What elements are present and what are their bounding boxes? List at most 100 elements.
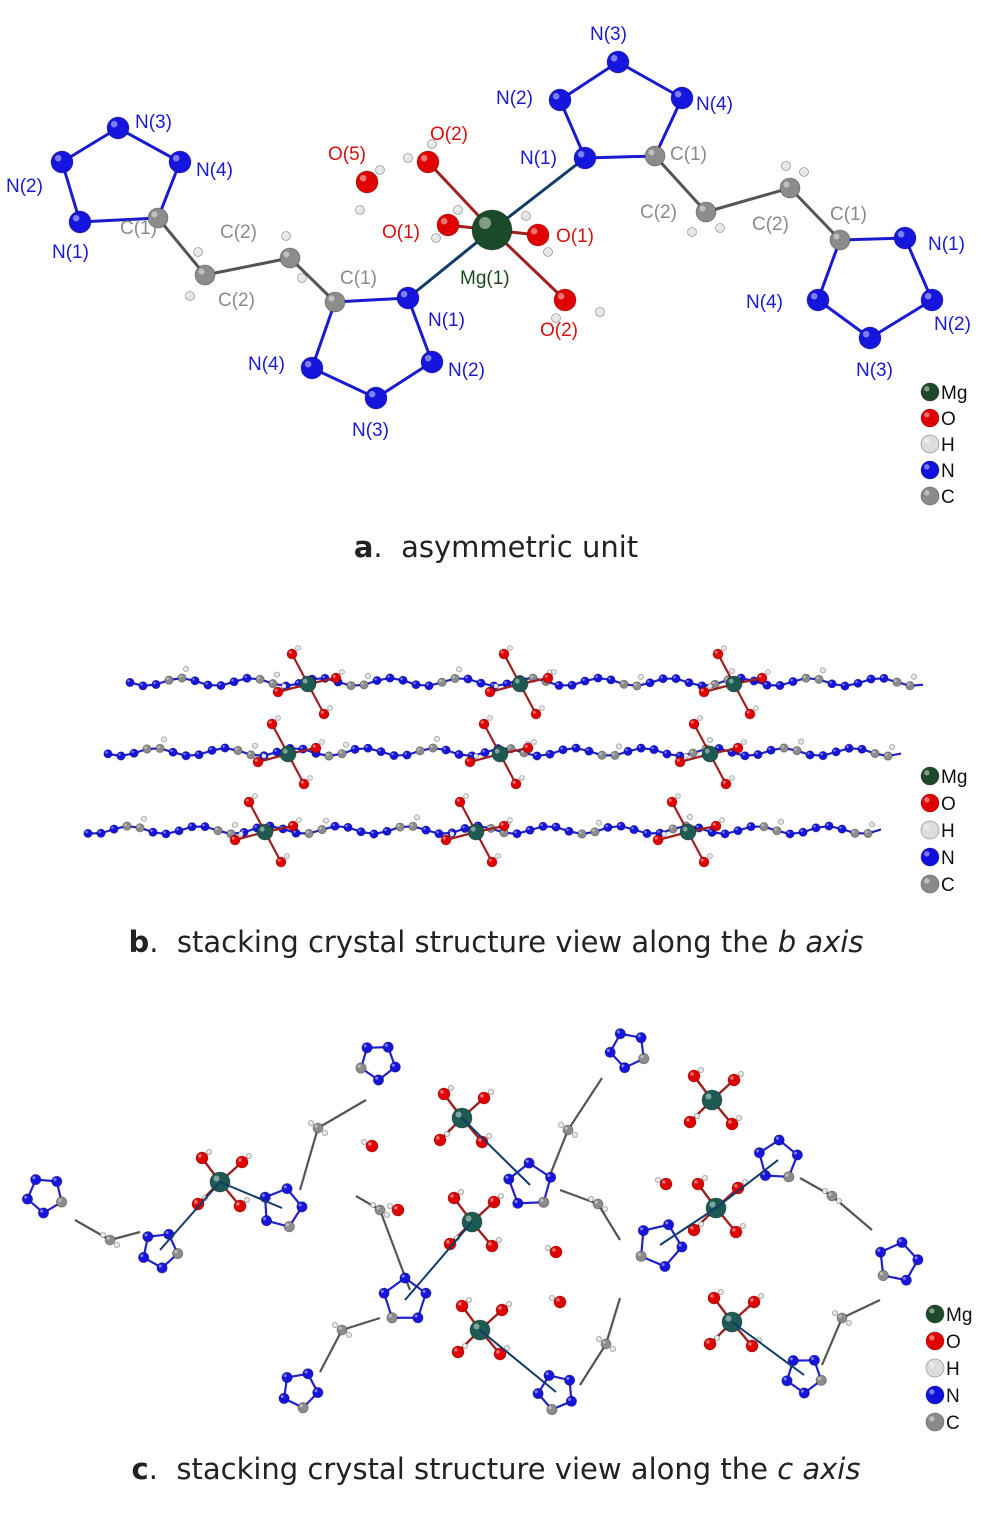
nitrogen-atom [740,751,750,761]
nitrogen-atom [564,826,574,836]
water-oxygen-atom [549,1245,563,1259]
nitrogen-atom [773,1134,785,1146]
oxygen-atom-highlight [450,1194,454,1198]
hydrogen-atom [721,645,727,651]
nitrogen-atom-highlight [547,751,550,754]
hydrogen-atom-highlight [450,832,452,834]
nitrogen-atom-highlight [424,354,432,362]
nitrogen-atom-highlight [384,828,387,832]
hydrogen-atom-highlight [695,1114,697,1116]
hydrogen-atom [719,817,725,823]
carbon-atom-highlight [228,831,231,834]
carbon-atom [268,679,278,689]
nitrogen-atom-highlight [192,678,195,681]
oxygen-atom-highlight [530,227,538,235]
legend-swatch-mg-highlight [924,386,930,392]
carbon-atom-highlight [612,752,615,756]
hydrogen-atom [447,1085,454,1092]
hydrogen-atom [295,645,301,651]
nitrogen-atom [296,1201,308,1213]
hydrogen-atom [602,1205,609,1212]
hydrogen-atom [473,753,479,759]
nitrogen-atom-highlight [924,292,932,300]
hydrogen-atom-highlight [847,1321,849,1323]
hydrogen-atom-highlight [589,1197,591,1199]
nitrogen-atom [811,823,821,833]
nitrogen-atom [454,749,464,760]
oxygen-atom-highlight [359,174,367,182]
nitrogen-atom [791,1149,803,1161]
nitrogen-atom [129,748,139,758]
bond [820,1317,844,1366]
hydrogen-atom-highlight [507,1302,509,1304]
carbon-atom [283,1221,295,1233]
hydrogen-atom [596,819,603,826]
hydrogen-atom [687,814,694,821]
legend-label: H [946,1359,960,1380]
nitrogen-atom-highlight [616,1030,621,1034]
carbon-atom-highlight [410,823,413,827]
nitrogen-atom [207,745,217,755]
oxygen-atom [725,1117,739,1131]
atom-label: N(1) [520,148,557,169]
carbon-atom-highlight [761,823,764,827]
oxygen-atom-highlight [288,650,292,654]
hydrogen-atom-highlight [253,744,255,746]
nitrogen-atom-highlight [582,678,585,681]
oxygen-atom [707,1291,721,1305]
hydrogen-atom-highlight [708,854,710,856]
nitrogen-atom-highlight [296,680,299,684]
atom-label: N(3) [590,24,627,45]
oxygen-atom-highlight [236,1202,240,1206]
nitrogen-atom [103,749,113,759]
hydrogen-atom-highlight [821,668,823,671]
nitrogen-atom-highlight [163,831,166,834]
atom-label: O(2) [540,320,578,341]
water-oxygen-atom [553,1295,567,1309]
carbon-atom-highlight [865,830,868,834]
oxygen-atom [464,756,476,768]
nitrogen-atom [616,821,626,831]
oxygen-atom [498,648,510,660]
nitrogen-atom [216,680,226,691]
legend-swatch-o-highlight [929,1335,935,1341]
nitrogen-atom [434,829,444,839]
carbon-atom [592,1198,604,1210]
oxygen-atom-highlight [732,1228,736,1232]
carbon-atom-highlight [699,205,706,212]
hydrogen-atom-highlight [115,1243,117,1245]
nitrogen-atom-highlight [722,831,725,834]
hydrogen-atom-highlight [548,670,550,673]
nitrogen-atom-highlight [261,1193,265,1197]
atom-label: C(1) [830,204,867,225]
hydrogen-atom [497,1192,504,1199]
hydrogen-atom-highlight [388,1204,390,1206]
oxygen-atom-highlight [500,650,504,654]
oxygen-atom-highlight [700,688,704,692]
nitrogen-atom [260,1215,273,1227]
hydrogen-atom [718,1288,725,1295]
legend-swatch-n-highlight [924,851,930,857]
nitrogen-atom [463,674,473,684]
nitrogen-atom-highlight [566,828,569,832]
hydrogen-atom [798,738,805,745]
nitrogen-atom-highlight [678,1243,682,1247]
magnesium-atom [256,823,274,841]
legend-swatch-o [920,408,940,428]
nitrogen-atom [603,822,613,833]
hydrogen-atom [741,739,747,745]
carbon-atom-highlight [397,824,400,827]
oxygen-atom-highlight [746,710,750,714]
nitrogen-atom [220,743,230,753]
hydrogen-atom-highlight [340,670,342,672]
oxygen-atom [485,1239,499,1253]
oxygen-atom [436,213,460,237]
carbon-atom-highlight [637,1252,641,1257]
bond [841,1299,881,1319]
oxygen-atom [287,820,299,832]
nitrogen-atom [420,1287,432,1299]
caption-letter: c [131,1452,149,1486]
carbon-atom [172,1247,184,1260]
caption-letter: a [353,530,374,564]
atom-label: N(2) [6,176,43,197]
